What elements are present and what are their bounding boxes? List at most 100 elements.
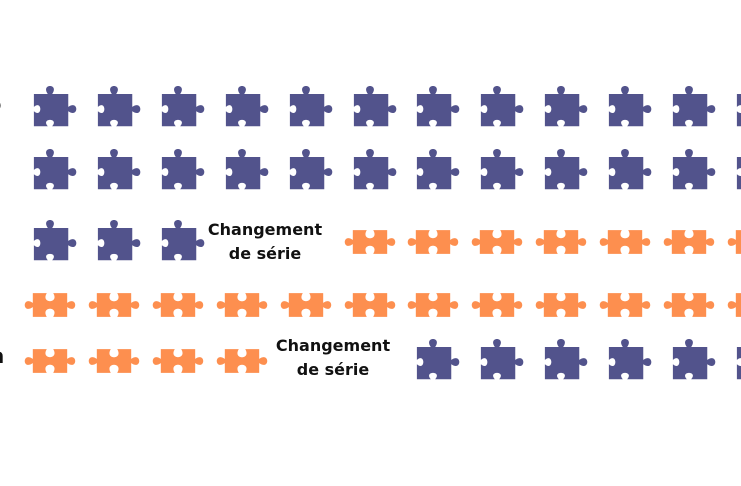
puzzle-piece-path xyxy=(88,293,140,317)
puzzle-piece-path xyxy=(599,293,651,317)
puzzle-piece-purple-icon xyxy=(596,79,654,137)
puzzle-piece-purple-icon xyxy=(532,332,590,390)
puzzle-piece-purple-icon xyxy=(596,142,654,200)
puzzle-piece-path xyxy=(289,85,333,127)
puzzle-piece-path xyxy=(608,338,652,380)
puzzle-piece-path xyxy=(544,338,588,380)
puzzle-piece-shape xyxy=(416,85,460,127)
series-change-label: Changement de série xyxy=(200,218,330,266)
puzzle-piece-path xyxy=(33,85,77,127)
puzzle-piece-purple-icon xyxy=(341,79,399,137)
puzzle-piece-orange-icon xyxy=(149,276,207,334)
puzzle-piece-path xyxy=(225,148,269,190)
puzzle-piece-shape xyxy=(727,230,741,254)
puzzle-piece-path xyxy=(97,148,141,190)
puzzle-piece-path xyxy=(416,148,460,190)
puzzle-piece-purple-icon xyxy=(404,79,462,137)
puzzle-piece-orange-icon xyxy=(341,213,399,271)
puzzle-piece-orange-icon xyxy=(85,276,143,334)
puzzle-piece-path xyxy=(535,293,587,317)
puzzle-piece-shape xyxy=(608,85,652,127)
puzzle-piece-shape xyxy=(608,148,652,190)
puzzle-piece-purple-icon xyxy=(277,142,335,200)
puzzle-piece-path xyxy=(407,293,459,317)
puzzle-piece-path xyxy=(599,230,651,254)
puzzle-piece-purple-icon xyxy=(724,142,741,200)
puzzle-piece-path xyxy=(535,230,587,254)
puzzle-piece-orange-icon xyxy=(596,276,654,334)
puzzle-piece-orange-icon xyxy=(21,332,79,390)
puzzle-piece-path xyxy=(471,293,523,317)
puzzle-piece-shape xyxy=(97,85,141,127)
puzzle-piece-shape xyxy=(663,293,715,317)
puzzle-piece-path xyxy=(289,148,333,190)
puzzle-piece-orange-icon xyxy=(85,332,143,390)
puzzle-piece-path xyxy=(672,148,716,190)
puzzle-piece-path xyxy=(97,85,141,127)
series-change-label-line2: de série xyxy=(228,244,302,263)
puzzle-piece-shape xyxy=(480,338,524,380)
puzzle-piece-path xyxy=(152,293,204,317)
left-edge-glyph: ɔ xyxy=(0,92,2,116)
puzzle-piece-shape xyxy=(736,347,741,380)
puzzle-piece-path xyxy=(416,338,460,380)
puzzle-piece-shape xyxy=(152,349,204,373)
puzzle-piece-path xyxy=(608,85,652,127)
puzzle-piece-path xyxy=(152,349,204,373)
puzzle-piece-shape xyxy=(161,85,205,127)
puzzle-piece-shape xyxy=(353,85,397,127)
puzzle-piece-purple-icon xyxy=(213,142,271,200)
puzzle-piece-path xyxy=(33,148,77,190)
puzzle-piece-path xyxy=(727,230,741,254)
puzzle-piece-orange-icon xyxy=(404,276,462,334)
puzzle-piece-shape xyxy=(727,293,741,317)
puzzle-piece-purple-icon xyxy=(21,213,79,271)
puzzle-piece-path xyxy=(471,230,523,254)
series-change-label: Changement de série xyxy=(268,334,398,382)
puzzle-piece-purple-icon xyxy=(468,79,526,137)
puzzle-piece-orange-icon xyxy=(149,332,207,390)
puzzle-piece-purple-icon xyxy=(277,79,335,137)
puzzle-piece-path xyxy=(216,349,268,373)
puzzle-piece-shape xyxy=(416,148,460,190)
puzzle-piece-path xyxy=(24,293,76,317)
puzzle-piece-shape xyxy=(471,230,523,254)
puzzle-piece-purple-icon xyxy=(21,79,79,137)
puzzle-piece-shape xyxy=(24,293,76,317)
puzzle-piece-path xyxy=(416,85,460,127)
puzzle-piece-purple-icon xyxy=(85,142,143,200)
puzzle-piece-orange-icon xyxy=(532,276,590,334)
puzzle-piece-shape xyxy=(544,85,588,127)
puzzle-piece-shape xyxy=(407,293,459,317)
puzzle-piece-orange-icon xyxy=(660,213,718,271)
puzzle-piece-path xyxy=(225,85,269,127)
puzzle-piece-shape xyxy=(663,230,715,254)
series-change-label-line1: Changement xyxy=(275,336,391,355)
puzzle-piece-orange-icon xyxy=(596,213,654,271)
puzzle-piece-shape xyxy=(225,148,269,190)
puzzle-piece-purple-icon xyxy=(532,142,590,200)
puzzle-piece-path xyxy=(353,148,397,190)
puzzle-piece-path xyxy=(280,293,332,317)
puzzle-piece-purple-icon xyxy=(724,332,741,390)
puzzle-piece-purple-icon xyxy=(724,79,741,137)
puzzle-piece-orange-icon xyxy=(724,276,741,334)
puzzle-piece-shape xyxy=(599,293,651,317)
puzzle-piece-purple-icon xyxy=(213,79,271,137)
puzzle-piece-purple-icon xyxy=(596,332,654,390)
puzzle-piece-path xyxy=(344,293,396,317)
puzzle-piece-path xyxy=(88,349,140,373)
puzzle-piece-path xyxy=(161,148,205,190)
puzzle-piece-path xyxy=(672,338,716,380)
puzzle-piece-shape xyxy=(225,85,269,127)
puzzle-piece-purple-icon xyxy=(149,213,207,271)
puzzle-piece-purple-icon xyxy=(532,79,590,137)
puzzle-piece-path xyxy=(216,293,268,317)
puzzle-piece-orange-icon xyxy=(213,276,271,334)
puzzle-piece-shape xyxy=(344,293,396,317)
puzzle-piece-path xyxy=(480,338,524,380)
puzzle-piece-path xyxy=(663,293,715,317)
puzzle-piece-shape xyxy=(216,293,268,317)
puzzle-piece-path xyxy=(24,349,76,373)
